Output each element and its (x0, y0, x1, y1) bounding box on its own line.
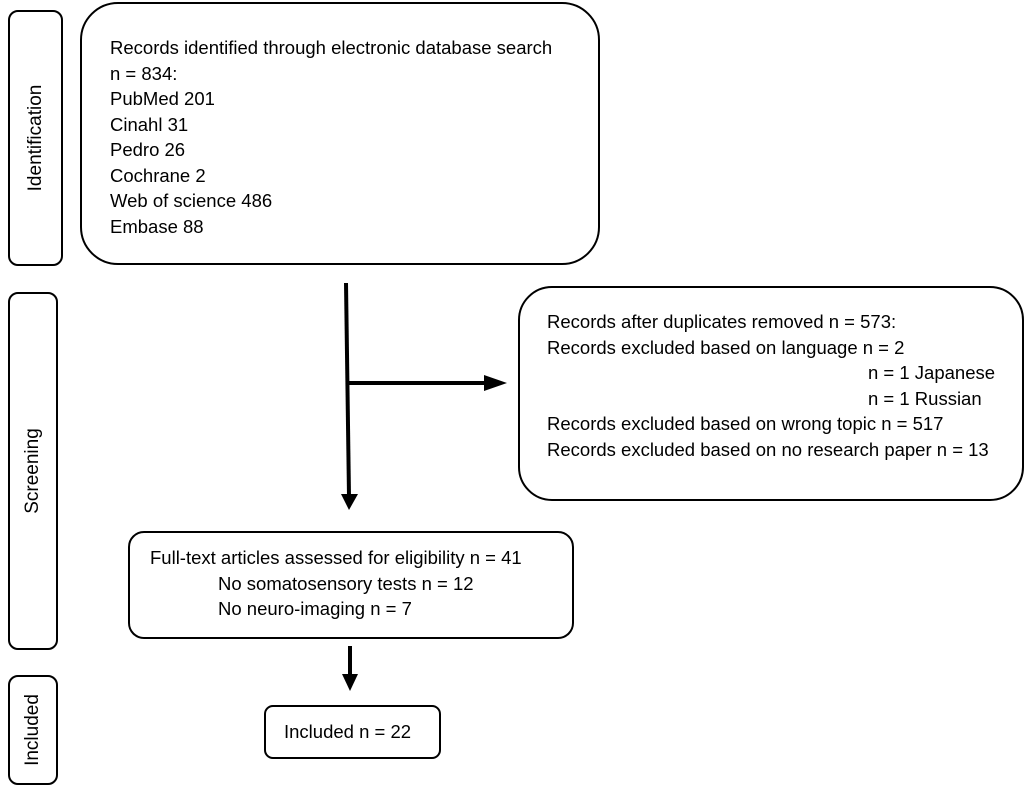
stage-included: Included (8, 675, 58, 785)
source-web-of-science: Web of science 486 (110, 190, 273, 211)
excluded-language: Records excluded based on language n = 2 (547, 336, 905, 358)
excluded-wrong-topic: Records excluded based on wrong topic n … (547, 413, 944, 434)
excluded-no-research-paper: Records excluded based on no research pa… (547, 438, 989, 460)
excluded-language-russian: n = 1 Russian (868, 387, 982, 409)
exclusion-box: Records after duplicates removed n = 573… (518, 286, 1024, 501)
arrow-branch-head (484, 375, 507, 391)
identification-box: Records identified through electronic da… (80, 2, 600, 265)
stage-identification: Identification (8, 10, 63, 266)
fulltext-assessed: Full-text articles assessed for eligibil… (150, 547, 522, 568)
arrow-main-head (341, 494, 358, 510)
stage-screening: Screening (8, 292, 58, 650)
included-count: Included n = 22 (284, 721, 412, 742)
records-after-duplicates: Records after duplicates removed n = 573… (547, 311, 897, 332)
excluded-language-japanese: n = 1 Japanese (868, 362, 996, 383)
arrow-main-shaft (344, 282, 351, 497)
source-cinahl: Cinahl 31 (110, 113, 189, 135)
arrow-included-head (342, 674, 358, 691)
source-pedro: Pedro 26 (110, 139, 186, 160)
fulltext-box: Full-text articles assessed for eligibil… (128, 531, 574, 639)
source-embase: Embase 88 (110, 215, 204, 237)
source-cochrane: Cochrane 2 (110, 164, 206, 186)
included-box: Included n = 22 (264, 705, 441, 759)
fulltext-no-neuroimaging: No neuro-imaging n = 7 (218, 598, 412, 619)
fulltext-no-somatosensory: No somatosensory tests n = 12 (218, 572, 474, 594)
source-pubmed: PubMed 201 (110, 88, 215, 109)
identification-title: Records identified through electronic da… (110, 37, 553, 58)
identification-total: n = 834: (110, 62, 178, 84)
